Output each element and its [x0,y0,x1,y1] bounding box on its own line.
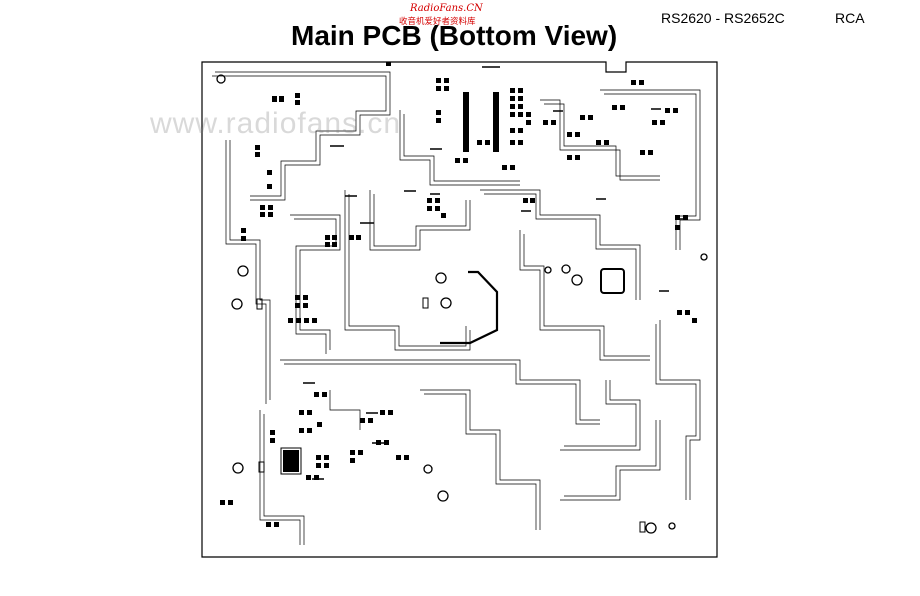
model-number: RS2620 - RS2652C [661,10,785,26]
page-title: Main PCB (Bottom View) [291,20,618,51]
radiofans-site-name: RadioFans.CN [410,3,483,14]
radiofans-site-subtitle: 收音机爱好者资料库 [399,17,476,27]
brand-name: RCA [835,10,865,26]
watermark-url: www.radiofans.cn [150,107,402,140]
